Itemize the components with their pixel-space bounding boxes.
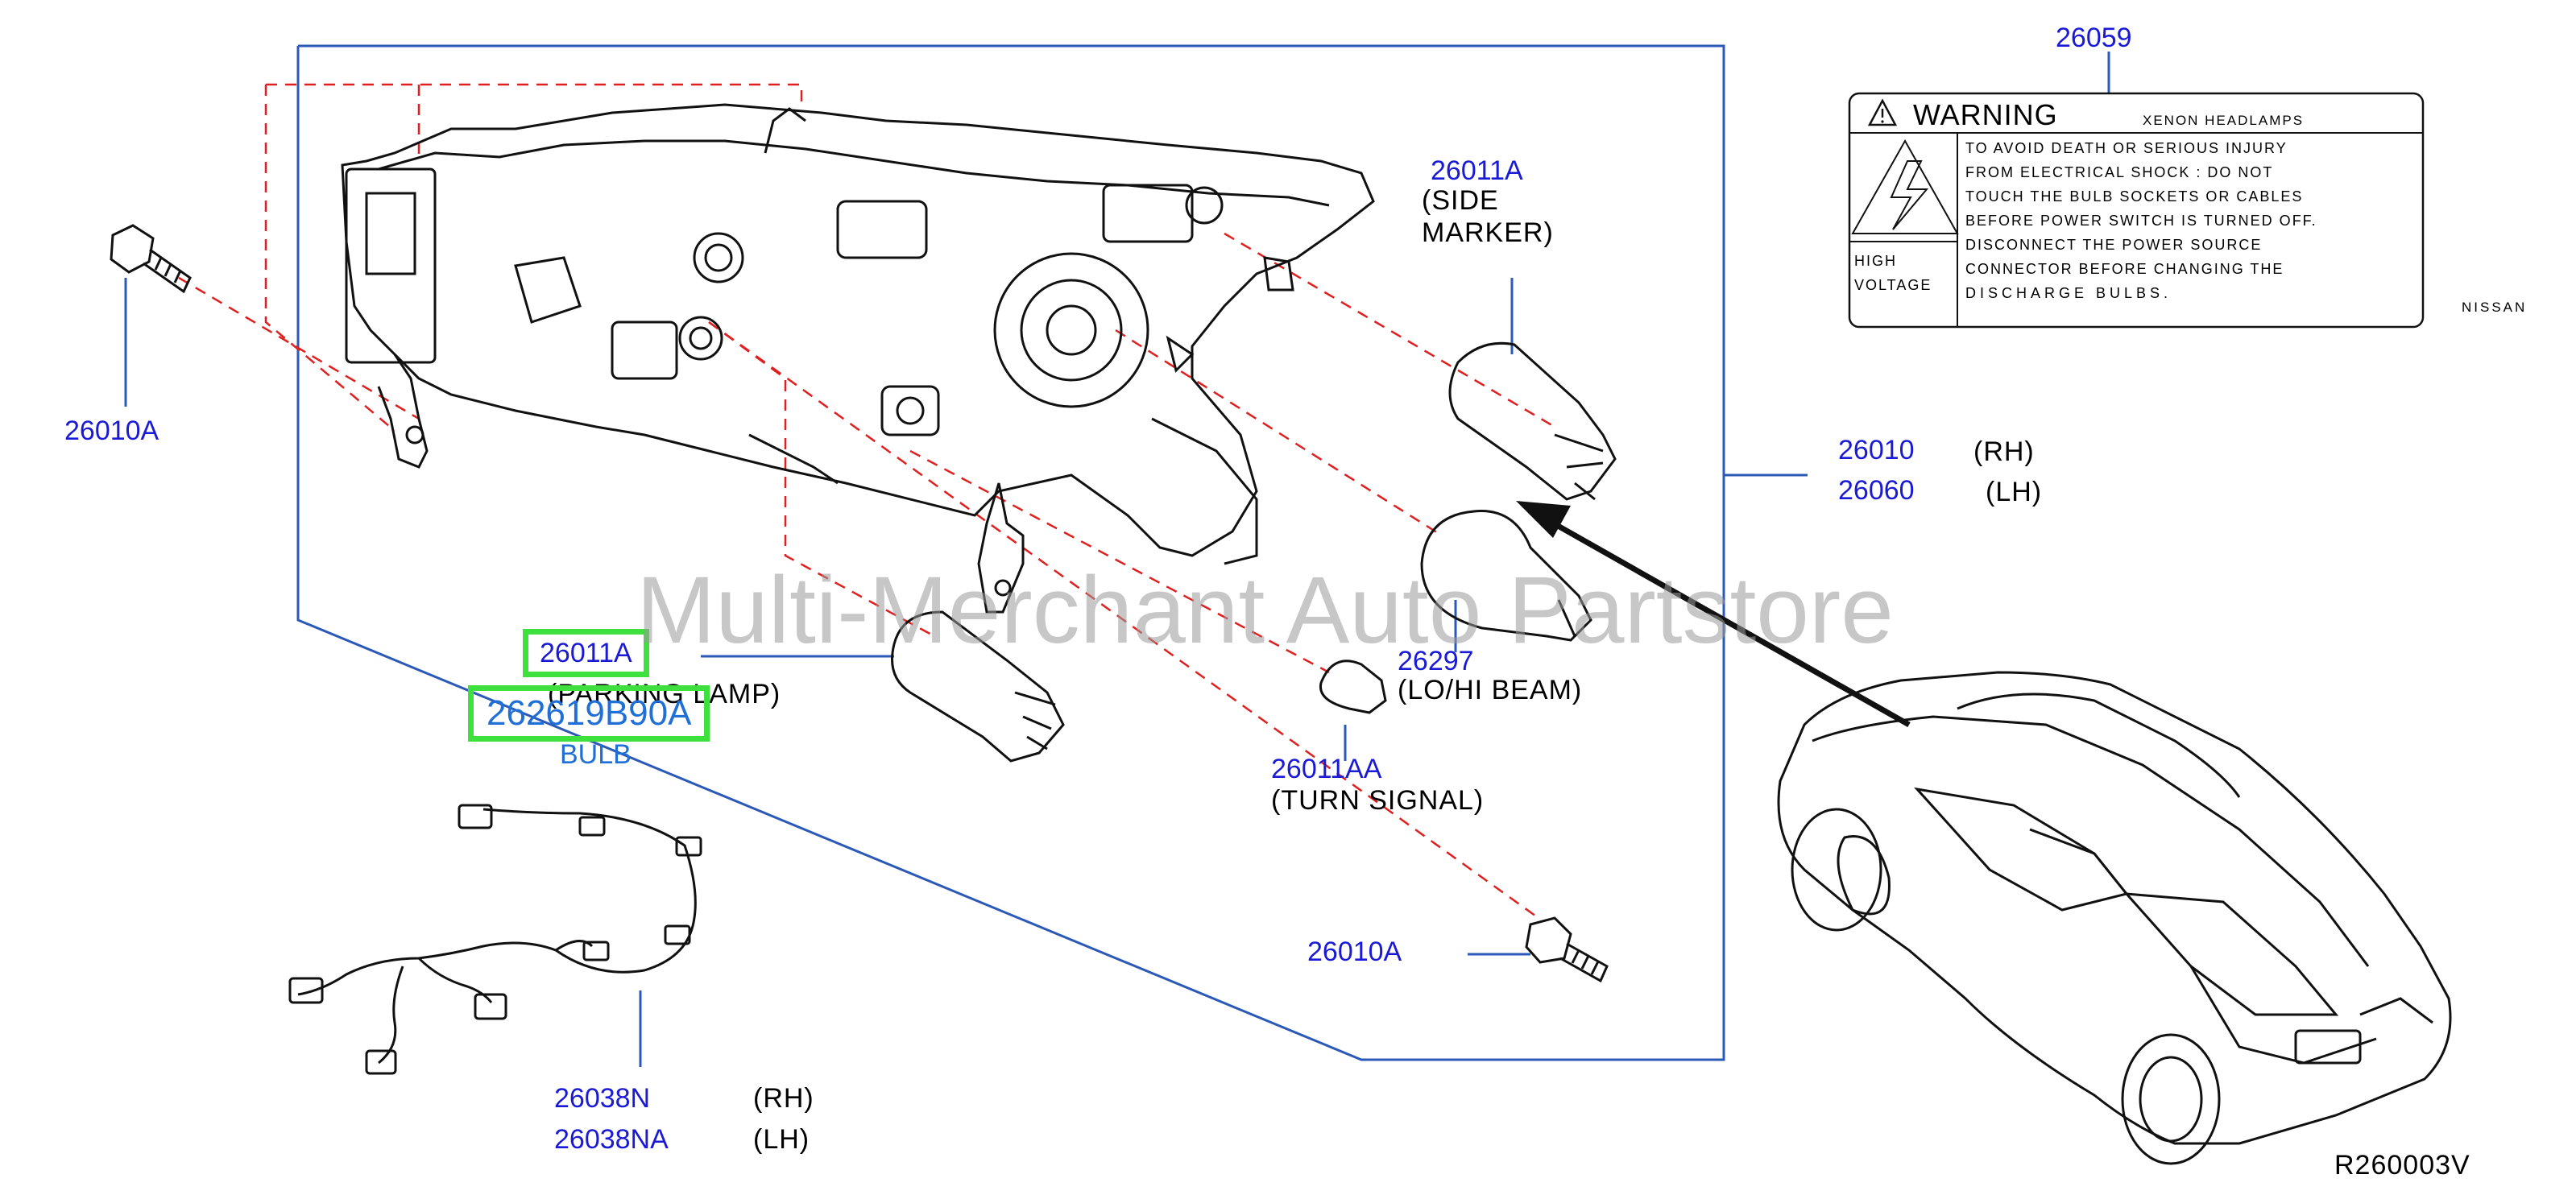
side-marker-label-2: MARKER): [1422, 217, 1554, 248]
warning-label-box: [1848, 92, 2425, 329]
part-26011A-side-marker[interactable]: 26011A: [1431, 155, 1523, 186]
warning-line: TO AVOID DEATH OR SERIOUS INJURY: [1965, 140, 2288, 156]
warning-subtitle: XENON HEADLAMPS: [2143, 113, 2305, 128]
assembly-frame: [296, 44, 1725, 1061]
part-26010[interactable]: 26010: [1838, 435, 1915, 465]
bulb-lo-hi-beam: [1420, 510, 1592, 642]
bulb-parking-lamp: [891, 610, 1065, 763]
warning-line: DISCHARGE BULBS.: [1965, 285, 2172, 301]
headlamp-assembly: [341, 103, 1375, 614]
screw-bottom: [1525, 916, 1609, 983]
vehicle-arrow: [1545, 516, 1911, 728]
warning-triangle-icon: [1867, 98, 1898, 126]
warning-line: FROM ELECTRICAL SHOCK : DO NOT: [1965, 164, 2274, 180]
nissan-brand: NISSAN: [2462, 300, 2528, 315]
warning-title: WARNING: [1913, 98, 2058, 131]
part-26010A-left[interactable]: 26010A: [64, 416, 159, 446]
warning-lines: TO AVOID DEATH OR SERIOUS INJURY FROM EL…: [1965, 140, 2317, 302]
warning-line: TOUCH THE BULB SOCKETS OR CABLES: [1965, 188, 2304, 205]
vehicle-drawing: [1777, 671, 2452, 1165]
part-262619B90A[interactable]: 262619B90A: [467, 685, 710, 742]
part-26297[interactable]: 26297: [1398, 646, 1474, 676]
lo-hi-beam-label: (LO/HI BEAM): [1398, 675, 1583, 705]
high-voltage-icon: [1851, 139, 1959, 234]
diagram-code: R260003V: [2334, 1150, 2470, 1181]
warning-line: BEFORE POWER SWITCH IS TURNED OFF.: [1965, 213, 2317, 229]
bulb-side-marker: [1448, 341, 1617, 501]
vehicle-arrow-head: [1516, 501, 1571, 538]
part-26010-side: (RH): [1973, 436, 2035, 467]
part-26059[interactable]: 26059: [2056, 23, 2132, 53]
part-26060[interactable]: 26060: [1838, 475, 1915, 506]
wiring-harness: [288, 804, 702, 1075]
warning-line: CONNECTOR BEFORE CHANGING THE: [1965, 261, 2284, 277]
part-26010A-bottom[interactable]: 26010A: [1307, 937, 1402, 967]
part-26060-side: (LH): [1986, 477, 2043, 507]
bulb-label: BULB: [560, 739, 632, 770]
part-26038NA-side: (LH): [753, 1124, 810, 1155]
lightning-icon: [1890, 160, 1929, 230]
turn-signal-label: (TURN SIGNAL): [1271, 785, 1485, 816]
bulb-turn-signal: [1319, 660, 1387, 714]
parking-lamp-label: (PARKING LAMP): [548, 679, 781, 709]
side-marker-label-1: (SIDE: [1422, 185, 1499, 216]
part-26038N-side: (RH): [753, 1083, 814, 1114]
part-26011AA[interactable]: 26011AA: [1271, 754, 1382, 784]
part-26038NA[interactable]: 26038NA: [554, 1124, 669, 1155]
part-26011A-parking-lamp[interactable]: 26011A: [523, 629, 649, 677]
part-26038N[interactable]: 26038N: [554, 1083, 651, 1114]
high-label: HIGH: [1854, 253, 1897, 269]
warning-line: DISCONNECT THE POWER SOURCE: [1965, 237, 2263, 253]
screw-left: [110, 224, 192, 294]
voltage-label: VOLTAGE: [1854, 277, 1932, 293]
